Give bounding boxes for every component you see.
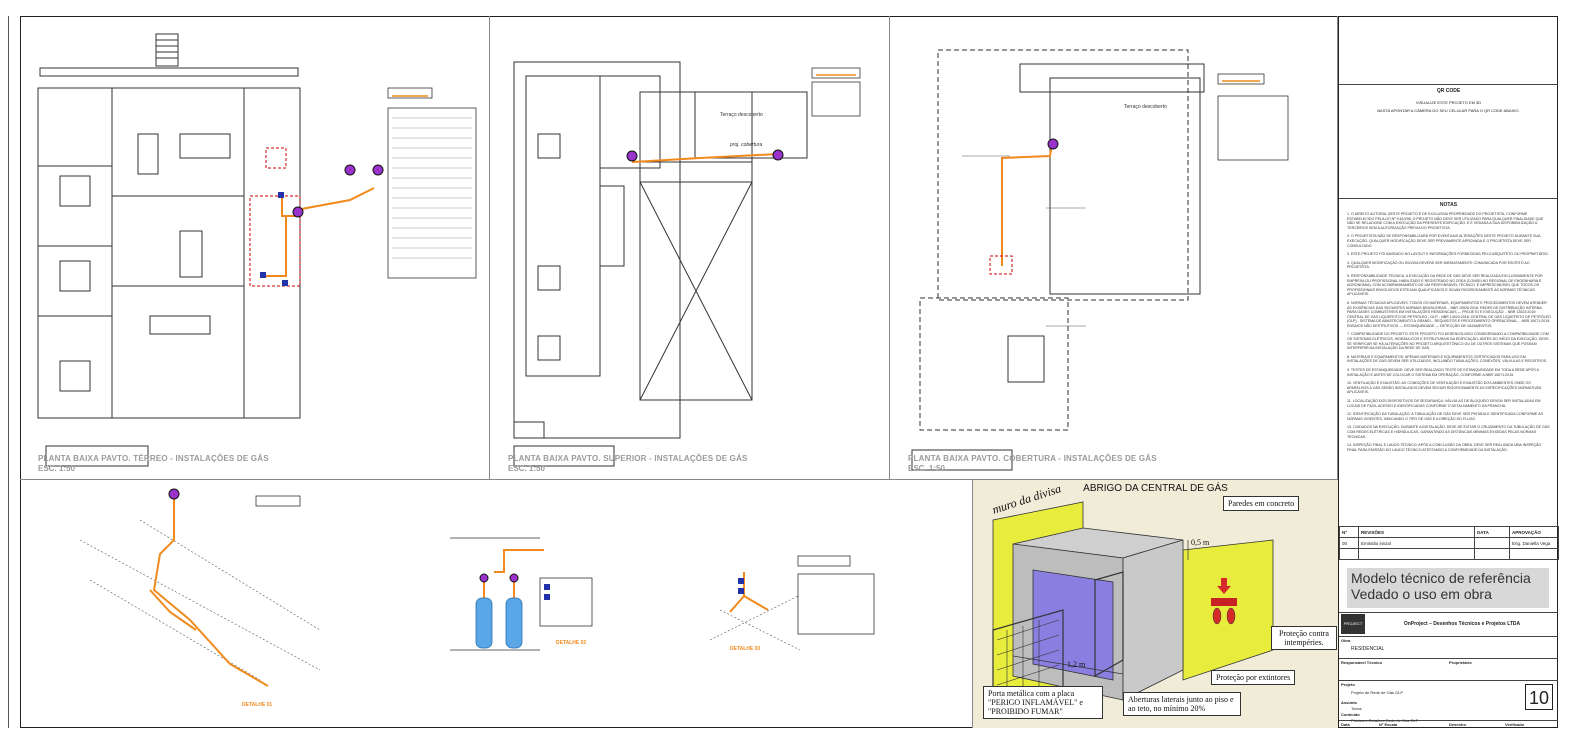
sheet-number: 10	[1525, 684, 1553, 710]
qr-code-title: QR CODE	[1436, 88, 1461, 94]
rev-col-revisions: REVISÕES	[1358, 526, 1475, 538]
title-block: QR CODE VISUALIZE ESTE PROJETO EM 3D BAS…	[1338, 16, 1559, 728]
height-dimension: 0,5 m	[1191, 538, 1210, 547]
cobertura-scale: ESC. 1:50	[908, 464, 945, 473]
note-item: 7. COMPATIBILIDADE DO PROJETO: ESTE PROJ…	[1347, 332, 1550, 351]
superior-scale: ESC. 1:50	[508, 464, 545, 473]
detail-03-label: DETALHE 03	[730, 646, 761, 652]
details-isometrics	[79, 488, 875, 687]
note-item: 11. LOCALIZAÇÃO DOS DISPOSITIVOS DE SEGU…	[1347, 399, 1541, 408]
rev-date	[1474, 537, 1510, 549]
panel-details: DETALHE 01 DETALHE 02 DETALHE 03	[20, 480, 973, 728]
tb-divider-projeto	[1339, 680, 1558, 681]
callout-metal-door: Porta metálica com a placa "PERIGO INFLA…	[983, 686, 1103, 719]
data-label: Data	[1341, 722, 1350, 727]
note-item: 5. RESPONSABILIDADE TÉCNICA: A EXECUÇÃO …	[1347, 273, 1543, 297]
tb-divider-obra	[1339, 636, 1558, 637]
terreo-title: PLANTA BAIXA PAVTO. TÉRREO - INSTALAÇÕES…	[38, 454, 269, 463]
note-item: 1. O DIREITO AUTORAL DESTE PROJETO É DE …	[1347, 212, 1544, 230]
table-row	[1339, 548, 1559, 560]
tb-divider-qr	[1339, 84, 1558, 85]
detail-01-label: DETALHE 01	[242, 702, 273, 708]
tb-divider-company	[1339, 612, 1558, 613]
escala-label: Nº Escala	[1379, 722, 1398, 727]
cobertura-terrace-label: Terraço descoberto	[1124, 104, 1167, 110]
left-margin-rule	[8, 16, 9, 728]
superior-terrace-label: Terraço descoberto	[720, 112, 763, 118]
notes-list: 1. O DIREITO AUTORAL DESTE PROJETO É DE …	[1347, 212, 1551, 456]
note-item: 12. IDENTIFICAÇÃO DA TUBULAÇÃO: A TUBULA…	[1347, 412, 1543, 421]
tb-divider-resp	[1339, 658, 1558, 659]
rev-description: Emissão inicial	[1358, 537, 1475, 549]
assunto-value: Todos	[1351, 706, 1362, 711]
verificado-label: Verificado	[1505, 722, 1525, 727]
cobertura-floorplan	[911, 49, 1289, 471]
note-item: 4. QUALQUER MODIFICAÇÃO OU DÚVIDA DEVERÁ…	[1347, 260, 1530, 270]
rev-number: 00	[1339, 537, 1359, 549]
callout-concrete-walls: Paredes em concreto	[1223, 496, 1300, 511]
obra-label: Obra	[1341, 638, 1351, 643]
company-logo: PROJECT	[1341, 614, 1365, 634]
rev-col-date: DATA	[1474, 526, 1510, 538]
panel-cobertura: Terraço descoberto PLANTA BAIXA PAVTO. C…	[890, 16, 1338, 480]
rev-approver: Eng. Daniella Vega	[1509, 537, 1559, 549]
superior-projection-label: proj. cobertura	[730, 142, 763, 148]
tb-divider-footer	[1339, 720, 1558, 721]
obra-value: RESIDENCIAL	[1351, 646, 1385, 652]
notes-title: NOTAS	[1439, 202, 1458, 208]
drawing-sheet	[20, 16, 1558, 728]
company-name: OnProject – Desenhos Técnicos e Projetos…	[1403, 621, 1521, 627]
callout-weather-protection: Proteção contra intempéries.	[1271, 626, 1337, 650]
superior-floorplan	[513, 61, 861, 467]
cobertura-title: PLANTA BAIXA PAVTO. COBERTURA - INSTALAÇ…	[908, 454, 1157, 463]
shelter-title: ABRIGO DA CENTRAL DE GÁS	[1083, 483, 1228, 494]
note-item: 14. INSPEÇÃO FINAL E LAUDO TÉCNICO: APÓS…	[1347, 443, 1542, 452]
watermark-line-1: Modelo técnico de referência	[1351, 570, 1531, 586]
note-item: 8. MATERIAIS E EQUIPAMENTOS: APENAS MATE…	[1347, 354, 1548, 364]
panel-terreo: PLANTA BAIXA PAVTO. TÉRREO - INSTALAÇÕES…	[20, 16, 490, 480]
rev-col-number: Nº	[1339, 526, 1359, 538]
superior-title: PLANTA BAIXA PAVTO. SUPERIOR - INSTALAÇÕ…	[508, 454, 748, 463]
panel-superior: Terraço descoberto proj. cobertura PLANT…	[490, 16, 890, 480]
note-item: 13. CUIDADOS NA EXECUÇÃO: DURANTE A INST…	[1347, 425, 1550, 439]
conteudo-label: Conteúdo	[1341, 712, 1360, 717]
responsavel-label: Responsável Técnico	[1341, 660, 1382, 665]
terreo-floorplan	[37, 33, 477, 467]
tb-divider-notes	[1339, 198, 1558, 199]
width-dimension: 1,2 m	[1067, 660, 1086, 669]
qr-code-line-1: VISUALIZE ESTE PROJETO EM 3D	[1415, 100, 1482, 105]
assunto-label: Assunto	[1341, 700, 1357, 705]
rev-col-approval: APROVAÇÃO	[1509, 526, 1559, 538]
desenho-label: Desenho	[1449, 722, 1466, 727]
detail-02-label: DETALHE 02	[556, 640, 587, 646]
table-row: 00 Emissão inicial Eng. Daniella Vega	[1339, 537, 1559, 549]
callout-side-openings: Aberturas laterais junto ao piso e ao te…	[1123, 692, 1241, 716]
revisions-header-row: Nº REVISÕES DATA APROVAÇÃO	[1339, 526, 1559, 538]
shelter-drawing	[992, 501, 1274, 711]
projeto-value: Projeto de Rede de Gás GLP	[1351, 690, 1404, 695]
terreo-scale: ESC. 1:50	[38, 464, 75, 473]
gas-shelter-illustration: ABRIGO DA CENTRAL DE GÁS muro da divisa …	[973, 480, 1338, 728]
note-item: 9. TESTES DE ESTANQUEIDADE: DEVE SER REA…	[1347, 368, 1539, 377]
note-item: 10. VENTILAÇÃO E EXAUSTÃO: AS CONDIÇÕES …	[1347, 381, 1542, 395]
note-item: 6. NORMAS TÉCNICAS APLICÁVEIS: TODOS OS …	[1347, 300, 1551, 328]
callout-extinguisher-protection: Proteção por extintores	[1211, 670, 1296, 685]
revisions-table: Nº REVISÕES DATA APROVAÇÃO 00 Emissão in…	[1339, 526, 1559, 560]
proprietario-label: Proprietário	[1449, 660, 1472, 665]
watermark-line-2: Vedado o uso em obra	[1351, 586, 1492, 602]
qr-code-line-2: BASTA APONTAR A CÂMERA DO SEU CELULAR PA…	[1377, 108, 1520, 113]
projeto-label: Projeto	[1341, 682, 1355, 687]
note-item: 2. O PROJETISTA NÃO SE RESPONSABILIZARÁ …	[1347, 234, 1541, 248]
note-item: 3. ESTE PROJETO FOI BASEADO NO LAYOUT E …	[1347, 252, 1549, 257]
reference-watermark: Modelo técnico de referência Vedado o us…	[1347, 568, 1549, 608]
